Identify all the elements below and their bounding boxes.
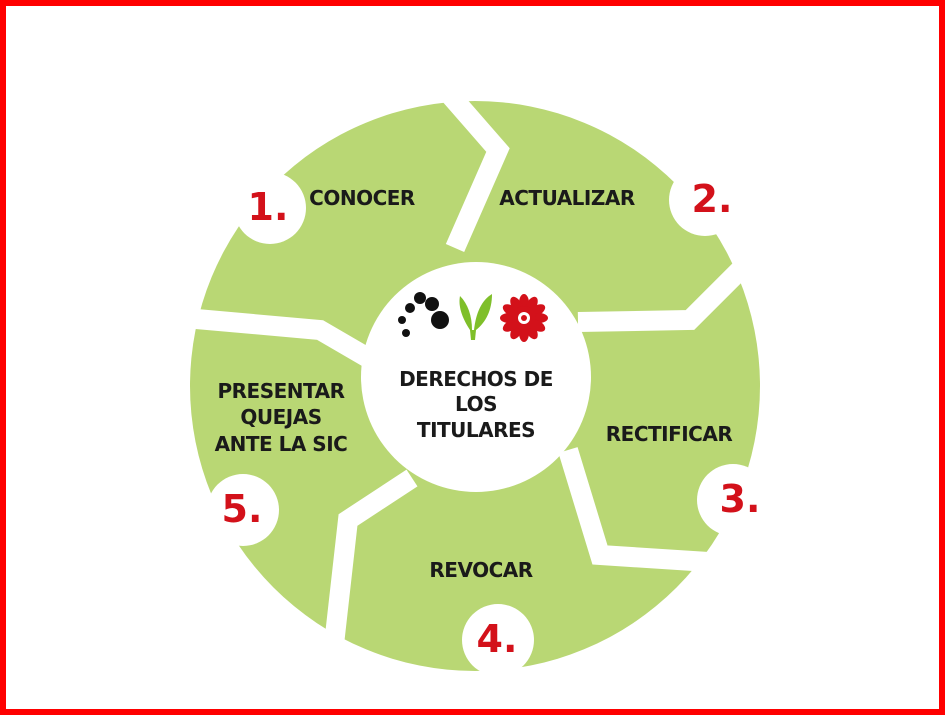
number-bubble-4: [462, 604, 534, 676]
step-label-5-line-2: QUEJAS: [240, 405, 321, 429]
logo: [398, 292, 548, 342]
center-title-line-1: DERECHOS DE: [399, 367, 553, 391]
separator-3-4: [558, 447, 756, 575]
step-label-3: RECTIFICAR: [606, 422, 733, 446]
step-number-4: 4.: [477, 617, 518, 661]
number-bubble-5: [207, 474, 279, 546]
separator-4-5: [320, 469, 418, 682]
number-bubble-3: [697, 464, 769, 536]
step-label-1: CONOCER: [309, 186, 415, 210]
step-label-4: REVOCAR: [429, 558, 532, 582]
step-number-3: 3.: [720, 477, 761, 521]
separator-1-2: [442, 88, 510, 253]
segment-separators: [184, 88, 763, 682]
step-label-5-line-3: ANTE LA SIC: [215, 432, 348, 456]
step-number-5: 5.: [222, 487, 263, 531]
step-label-2: ACTUALIZAR: [499, 186, 635, 210]
separator-5-1: [184, 308, 381, 371]
separator-2-3: [577, 247, 763, 332]
step-label-5-line-1: PRESENTAR: [218, 379, 345, 403]
leaf-icon: [459, 294, 492, 340]
step-number-2: 2.: [692, 177, 733, 221]
step-number-1: 1.: [248, 185, 289, 229]
center-title-line-3: TITULARES: [417, 418, 535, 442]
number-bubble-2: [669, 164, 741, 236]
flower-icon: [500, 294, 548, 342]
center-title-line-2: LOS: [455, 392, 497, 416]
dots-icon: [398, 292, 449, 337]
number-bubble-1: [234, 172, 306, 244]
